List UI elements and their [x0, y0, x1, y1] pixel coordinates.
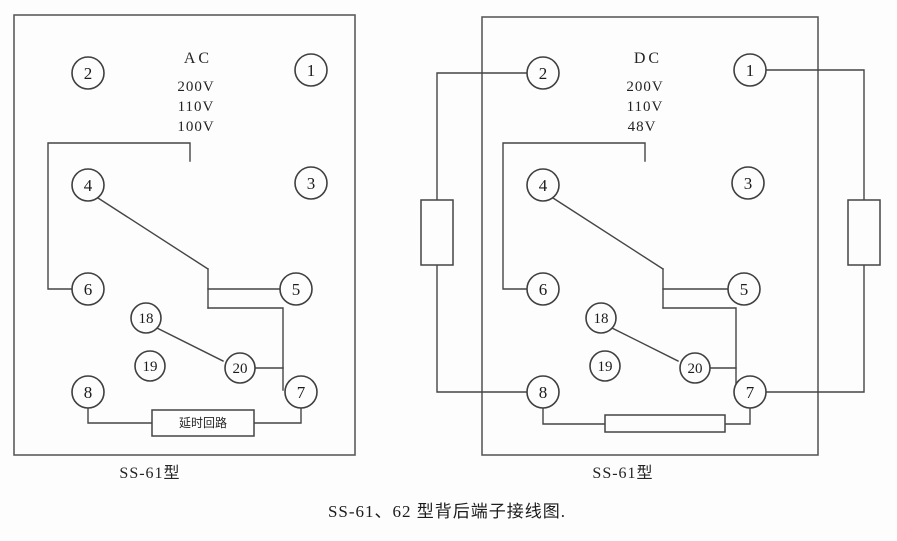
terminal-20-label: 20: [688, 361, 703, 377]
delay-circuit-box: [151, 409, 255, 437]
delay-circuit-label: 延时回路: [179, 415, 227, 430]
switch-blade-upper: [97, 197, 209, 270]
terminal-1-label: 1: [307, 61, 316, 80]
terminal-18: 18: [585, 302, 617, 334]
supply-type-label: DC: [634, 50, 662, 67]
terminal-8: 8: [71, 375, 105, 409]
terminal-19-label: 19: [143, 359, 158, 375]
terminal-18: 18: [130, 302, 162, 334]
terminal-2-label: 2: [539, 64, 548, 83]
voltage-option-2: 110V: [627, 99, 664, 115]
switch-blade-lower: [156, 327, 224, 362]
terminal-3: 3: [294, 166, 328, 200]
terminal-6-label: 6: [539, 280, 548, 299]
terminal-4: 4: [71, 168, 105, 202]
terminal-6: 6: [526, 272, 560, 306]
terminal-3-label: 3: [307, 174, 316, 193]
terminal-8-label: 8: [539, 383, 548, 402]
terminal-18-label: 18: [594, 311, 609, 327]
bottom-resistor: [604, 414, 726, 433]
external-resistor-left: [420, 199, 454, 266]
terminal-3-label: 3: [744, 174, 753, 193]
switch-blade-upper: [552, 197, 664, 270]
wire-external-terminal8: [436, 264, 528, 393]
relay-case-outline: [481, 16, 819, 456]
terminal-4: 4: [526, 168, 560, 202]
right-diagram-caption: SS-61型: [592, 464, 653, 482]
left-diagram: 延时回路 AC 200V 110V 100V 2 1 4 3 6 5: [13, 14, 356, 482]
switch-blade-lower: [611, 327, 679, 362]
terminal-19-label: 19: [598, 359, 613, 375]
wire-terminal2-external: [436, 72, 528, 201]
terminal-19: 19: [134, 350, 166, 382]
wire-terminal6-upper-contact: [47, 142, 191, 290]
external-resistor-right: [847, 199, 881, 266]
terminal-6-label: 6: [84, 280, 93, 299]
terminal-8-label: 8: [84, 383, 93, 402]
terminal-1: 1: [294, 53, 328, 87]
terminal-1-label: 1: [746, 61, 755, 80]
wire-terminal8-delaybox: [87, 407, 153, 424]
terminal-19: 19: [589, 350, 621, 382]
wire-terminal6-upper-contact: [502, 142, 646, 290]
voltage-option-3: 48V: [628, 119, 657, 135]
contact-assembly-frame: [207, 307, 284, 391]
terminal-5-label: 5: [740, 280, 749, 299]
right-diagram: DC 200V 110V 48V 2 1 4 3 6 5: [420, 16, 881, 482]
terminal-2-label: 2: [84, 64, 93, 83]
figure-caption: SS-61、62 型背后端子接线图.: [328, 502, 566, 521]
terminal-2: 2: [71, 56, 105, 90]
terminal-4-label: 4: [84, 176, 93, 195]
voltage-option-3: 100V: [177, 119, 214, 135]
terminal-5: 5: [727, 272, 761, 306]
wire-external-terminal7: [765, 264, 865, 393]
terminal-5-label: 5: [292, 280, 301, 299]
terminal-18-label: 18: [139, 311, 154, 327]
voltage-option-1: 200V: [177, 79, 214, 95]
terminal-20-label: 20: [233, 361, 248, 377]
terminal-3: 3: [731, 166, 765, 200]
supply-type-label: AC: [184, 50, 212, 67]
terminal-20: 20: [224, 352, 256, 384]
terminal-20: 20: [679, 352, 711, 384]
terminal-7-label: 7: [746, 383, 755, 402]
terminal-7-label: 7: [297, 383, 306, 402]
contact-assembly-frame: [662, 307, 737, 391]
wire-delaybox-terminal7: [253, 407, 302, 424]
terminal-7: 7: [284, 375, 318, 409]
terminal-2: 2: [526, 56, 560, 90]
left-diagram-caption: SS-61型: [119, 464, 180, 482]
terminal-7: 7: [733, 375, 767, 409]
terminal-8: 8: [526, 375, 560, 409]
terminal-1: 1: [733, 53, 767, 87]
wire-terminal1-external: [765, 69, 865, 201]
terminal-6: 6: [71, 272, 105, 306]
voltage-option-1: 200V: [626, 79, 663, 95]
relay-case-outline: [13, 14, 356, 456]
wire-resistor-terminal7: [724, 407, 751, 425]
voltage-option-2: 110V: [178, 99, 215, 115]
terminal-4-label: 4: [539, 176, 548, 195]
terminal-5: 5: [279, 272, 313, 306]
wire-terminal8-resistor: [542, 407, 606, 425]
